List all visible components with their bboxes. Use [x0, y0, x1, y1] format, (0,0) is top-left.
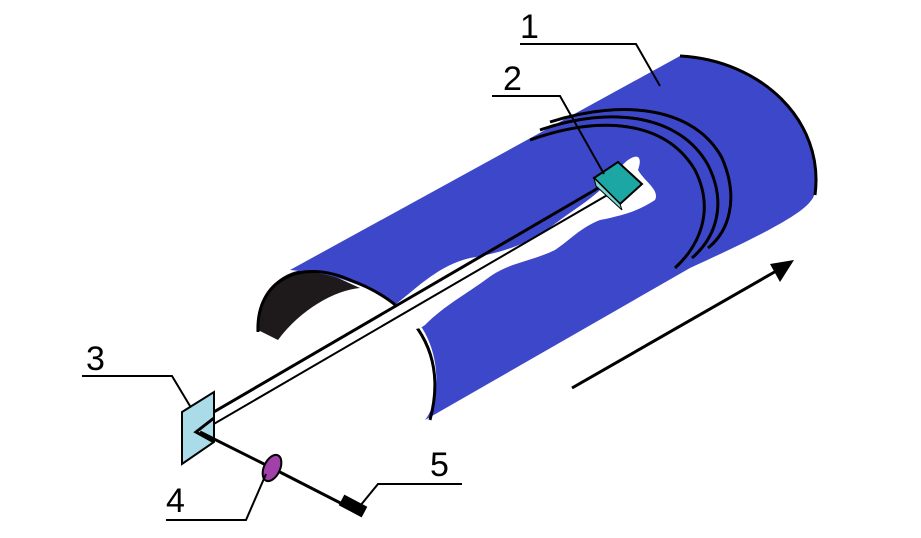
callout-4: 4 — [166, 482, 185, 520]
leader-5 — [359, 483, 462, 507]
callout-5: 5 — [430, 446, 449, 484]
leader-1 — [520, 43, 661, 87]
drum-rings — [529, 108, 733, 270]
mirror — [181, 390, 215, 466]
leader-3 — [82, 375, 191, 407]
drum-interior — [258, 269, 360, 340]
callout-1: 1 — [520, 8, 539, 46]
source-beam — [199, 430, 273, 470]
leader-4 — [166, 473, 267, 521]
arrow-icon — [571, 260, 794, 390]
laser-beam — [199, 178, 613, 422]
callout-2: 2 — [503, 60, 522, 98]
callout-3: 3 — [86, 340, 105, 378]
laser-beam-return — [199, 189, 617, 433]
mirror-reflection — [193, 416, 215, 444]
leader-2 — [492, 95, 605, 175]
drum-rear-edge — [679, 54, 818, 196]
laser-source — [338, 494, 368, 518]
lens — [261, 453, 283, 483]
drum-front-rim — [256, 270, 437, 421]
sensor-head — [592, 160, 644, 211]
